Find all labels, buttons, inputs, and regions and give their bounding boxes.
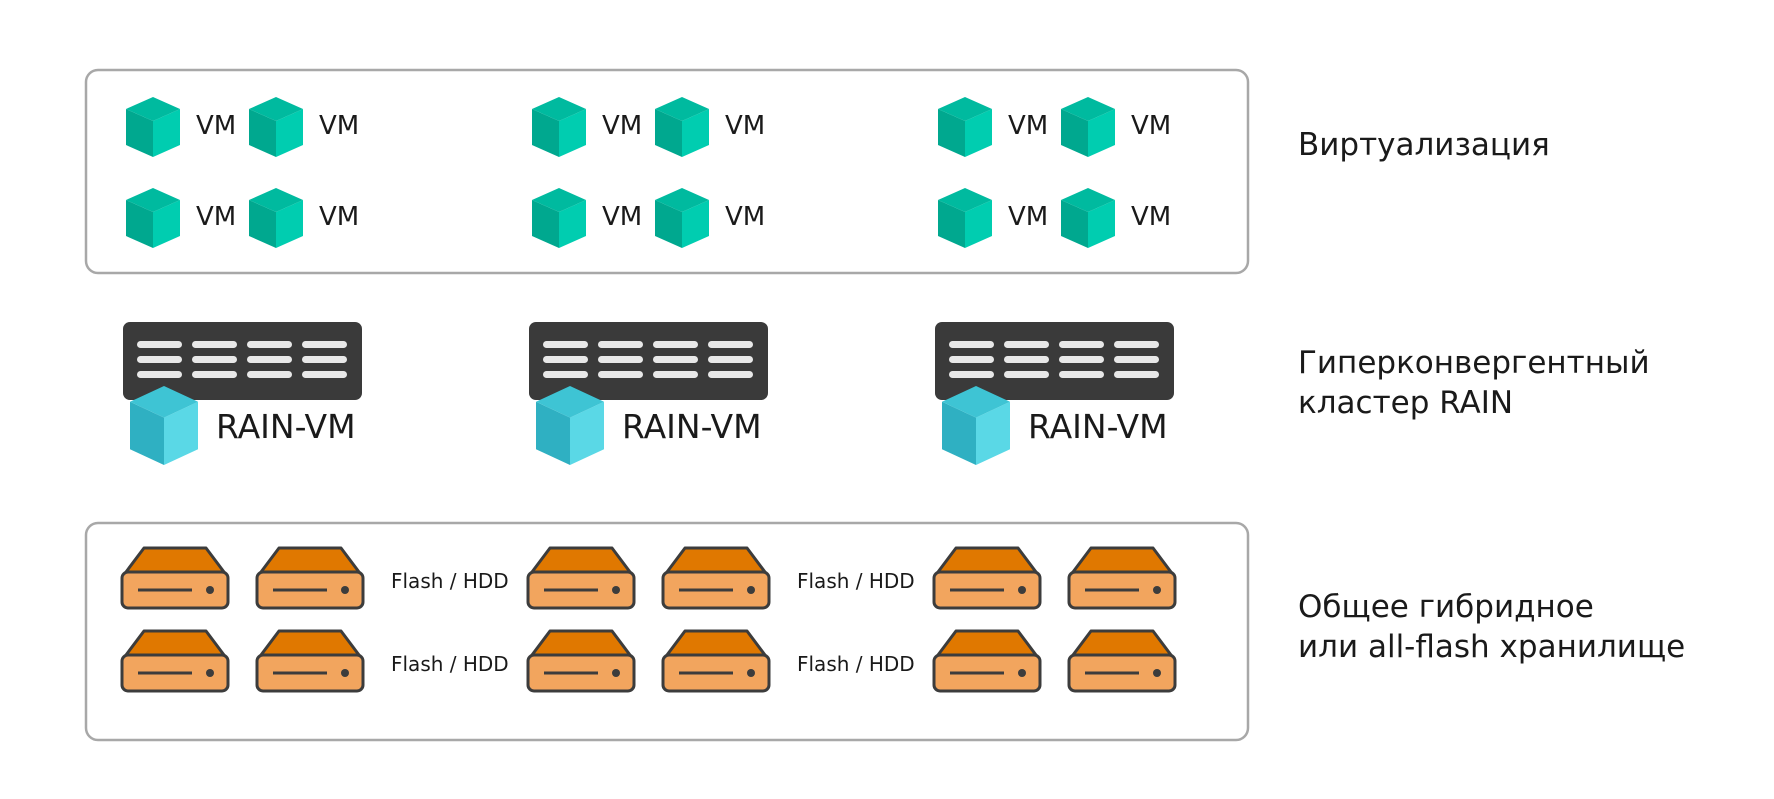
vm-cube-icon: [249, 97, 303, 157]
cluster-layer-label-line-1: Гиперконвергентный: [1298, 345, 1650, 381]
vm-label: VM: [319, 111, 359, 141]
vm-label: VM: [725, 111, 765, 141]
cluster-layer-label-line-2: кластер RAIN: [1298, 385, 1513, 421]
vm-label: VM: [196, 202, 236, 232]
rain-vm-label: RAIN-VM: [216, 407, 356, 446]
rain-vm-node: RAIN-VM: [529, 322, 768, 465]
disk-drive-icon: [526, 546, 636, 610]
storage-layer-label-line-1: Общее гибридное: [1298, 589, 1594, 625]
flash-hdd-label: Flash / HDD: [391, 652, 509, 676]
virtualization-layer: VM VM VM VM VM VM VM VM VM VM VM VM: [126, 97, 1171, 248]
disk-drive-icon: [661, 546, 771, 610]
disk-drive-icon: [1067, 629, 1177, 693]
vm-cube-icon: [938, 97, 992, 157]
rain-vm-node: RAIN-VM: [935, 322, 1174, 465]
vm-label: VM: [1131, 111, 1171, 141]
disk-drive-icon: [1067, 546, 1177, 610]
vm-cube-icon: [126, 97, 180, 157]
vm-label: VM: [602, 202, 642, 232]
vm-label: VM: [319, 202, 359, 232]
rain-cube-icon: [536, 386, 604, 465]
flash-hdd-label: Flash / HDD: [391, 569, 509, 593]
rain-cube-icon: [130, 386, 198, 465]
vm-cube-icon: [249, 188, 303, 248]
server-rack-icon: [123, 322, 362, 400]
server-rack-icon: [529, 322, 768, 400]
virtualization-layer-label: Виртуализация: [1298, 127, 1550, 163]
vm-label: VM: [1008, 202, 1048, 232]
vm-cube-icon: [1061, 97, 1115, 157]
vm-cube-icon: [1061, 188, 1115, 248]
vm-cube-icon: [655, 97, 709, 157]
cluster-layer: RAIN-VM RAIN-VM RAIN-VM: [123, 322, 1174, 465]
vm-cube-icon: [938, 188, 992, 248]
disk-drive-icon: [255, 546, 365, 610]
disk-drive-icon: [932, 546, 1042, 610]
vm-label: VM: [1008, 111, 1048, 141]
storage-layer: Flash / HDD Flash / HDD Flash / HDD Flash /…: [120, 546, 1177, 693]
virtualization-frame: [84, 68, 1250, 275]
rain-vm-node: RAIN-VM: [123, 322, 362, 465]
flash-hdd-label: Flash / HDD: [797, 652, 915, 676]
rain-vm-label: RAIN-VM: [622, 407, 762, 446]
vm-cube-icon: [532, 188, 586, 248]
disk-drive-icon: [120, 629, 230, 693]
vm-cube-icon: [126, 188, 180, 248]
storage-layer-label-line-2: или all-flash хранилище: [1298, 629, 1685, 665]
disk-drive-icon: [120, 546, 230, 610]
vm-label: VM: [196, 111, 236, 141]
vm-label: VM: [725, 202, 765, 232]
rain-vm-label: RAIN-VM: [1028, 407, 1168, 446]
vm-label: VM: [1131, 202, 1171, 232]
vm-cube-icon: [655, 188, 709, 248]
server-rack-icon: [935, 322, 1174, 400]
disk-drive-icon: [255, 629, 365, 693]
vm-label: VM: [602, 111, 642, 141]
flash-hdd-label: Flash / HDD: [797, 569, 915, 593]
storage-frame: [84, 521, 1250, 742]
vm-cube-icon: [532, 97, 586, 157]
disk-drive-icon: [932, 629, 1042, 693]
rain-cube-icon: [942, 386, 1010, 465]
disk-drive-icon: [526, 629, 636, 693]
disk-drive-icon: [661, 629, 771, 693]
